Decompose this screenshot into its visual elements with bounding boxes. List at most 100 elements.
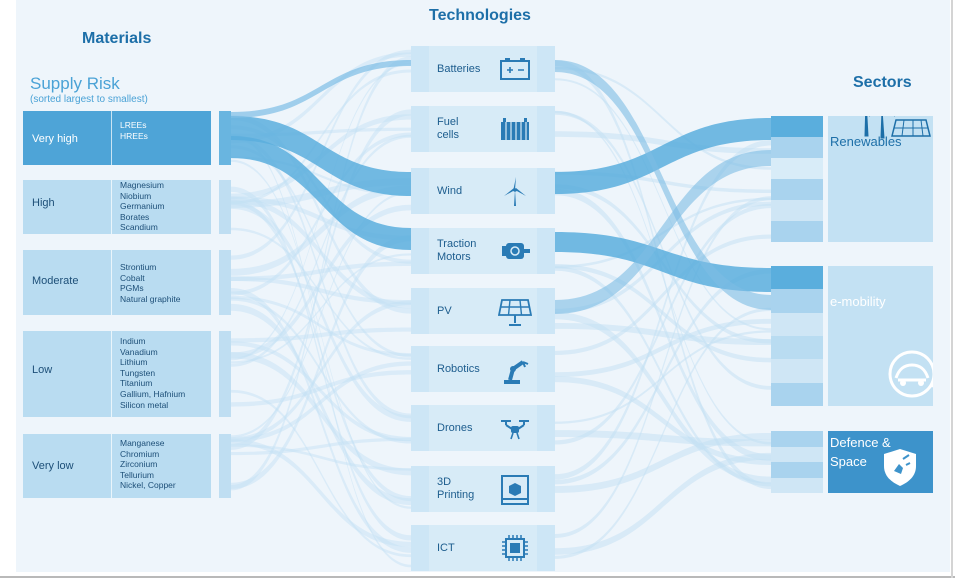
risk-outflow-stub	[219, 331, 231, 417]
risk-outflow-stub	[219, 111, 231, 165]
sector-inflow-strip	[771, 116, 823, 242]
sector-label: e-mobility	[830, 292, 886, 311]
fuel-cell-icon	[498, 113, 532, 145]
material-name: Vanadium	[120, 347, 185, 358]
technology-label: Wind	[437, 185, 462, 198]
supply-risk-title: Supply Risk	[30, 74, 120, 94]
inflow-band	[771, 478, 823, 494]
material-technology-flow	[231, 327, 411, 342]
risk-level-label: Low	[32, 364, 52, 376]
tech-inflow-stub	[411, 168, 429, 214]
technology-label: ICT	[437, 542, 455, 555]
solar-panel-icon	[498, 295, 532, 327]
sector-inflow-strip	[771, 431, 823, 493]
technology-label: Robotics	[437, 363, 480, 376]
risk-block-very-low: Very low ManganeseChromiumZirconiumTellur…	[23, 434, 211, 498]
sector-panel-defence-space: Defence & Space	[828, 431, 933, 493]
tech-outflow-stub	[537, 346, 555, 392]
motor-icon	[498, 235, 532, 267]
tech-inflow-stub	[411, 288, 429, 334]
technology-label: PV	[437, 305, 452, 318]
material-list: StrontiumCobaltPGMsNatural graphite	[120, 262, 180, 304]
risk-outflow-stub	[219, 180, 231, 234]
tech-outflow-stub	[537, 525, 555, 571]
risk-block-very-high: Very high LREEsHREEs	[23, 111, 211, 165]
tech-node-robotics: Robotics	[429, 346, 537, 392]
tech-node-traction-motors: Traction Motors	[429, 228, 537, 274]
sector-label: Defence & Space	[830, 433, 891, 471]
risk-divider	[111, 111, 112, 165]
inflow-band	[771, 137, 823, 158]
material-name: Niobium	[120, 191, 164, 202]
material-list: IndiumVanadiumLithiumTungstenTitaniumGal…	[120, 336, 185, 410]
inflow-band	[771, 447, 823, 463]
inflow-band	[771, 289, 823, 312]
risk-level-label: Very low	[32, 460, 74, 472]
material-name: Indium	[120, 336, 185, 347]
material-name: Strontium	[120, 262, 180, 273]
material-name: Lithium	[120, 357, 185, 368]
tech-node-3d-printing: 3D Printing	[429, 466, 537, 512]
risk-divider	[111, 331, 112, 417]
material-name: Germanium	[120, 201, 164, 212]
tech-node-pv: PV	[429, 288, 537, 334]
tech-inflow-stub	[411, 46, 429, 92]
risk-level-label: Moderate	[32, 275, 78, 287]
drone-icon	[498, 412, 532, 444]
tech-inflow-stub	[411, 228, 429, 274]
technology-label: Fuel cells	[437, 116, 459, 142]
risk-level-label: Very high	[32, 133, 78, 145]
material-name: PGMs	[120, 283, 180, 294]
tech-outflow-stub	[537, 106, 555, 152]
tech-outflow-stub	[537, 288, 555, 334]
robot-arm-icon	[498, 353, 532, 385]
risk-outflow-stub	[219, 250, 231, 315]
tech-inflow-stub	[411, 525, 429, 571]
sectors-heading: Sectors	[853, 74, 912, 92]
tech-inflow-stub	[411, 466, 429, 512]
tech-node-wind: Wind	[429, 168, 537, 214]
inflow-band	[771, 266, 823, 289]
battery-icon	[498, 53, 532, 85]
material-name: Tellurium	[120, 470, 176, 481]
sector-inflow-strip	[771, 266, 823, 406]
tech-outflow-stub	[537, 46, 555, 92]
material-name: Tungsten	[120, 368, 185, 379]
inflow-band	[771, 200, 823, 221]
inflow-band	[771, 116, 823, 137]
inflow-band	[771, 462, 823, 478]
chip-icon	[498, 532, 532, 564]
material-name: Gallium, Hafnium	[120, 389, 185, 400]
risk-outflow-stub	[219, 434, 231, 498]
material-name: Chromium	[120, 449, 176, 460]
flow-very-high-to-batteries	[231, 60, 411, 118]
inflow-band	[771, 158, 823, 179]
material-name: Zirconium	[120, 459, 176, 470]
materials-heading: Materials	[82, 30, 151, 48]
tech-outflow-stub	[537, 228, 555, 274]
tech-node-batteries: Batteries	[429, 46, 537, 92]
risk-divider	[111, 434, 112, 498]
material-name: Silicon metal	[120, 400, 185, 411]
risk-divider	[111, 250, 112, 315]
tech-inflow-stub	[411, 346, 429, 392]
tech-node-ict: ICT	[429, 525, 537, 571]
material-list: MagnesiumNiobiumGermaniumBoratesScandium	[120, 180, 164, 233]
tech-node-fuel-cells: Fuel cells	[429, 106, 537, 152]
sector-panel-e-mobility: e-mobility	[828, 266, 933, 406]
technology-label: Traction Motors	[437, 238, 476, 264]
material-name: Scandium	[120, 222, 164, 233]
technology-label: 3D Printing	[437, 476, 474, 502]
material-name: Manganese	[120, 438, 176, 449]
material-name: Natural graphite	[120, 294, 180, 305]
risk-level-label: High	[32, 197, 55, 209]
material-name: Magnesium	[120, 180, 164, 191]
inflow-band	[771, 431, 823, 447]
sector-label: Renewables	[830, 132, 902, 151]
electric-car-icon	[828, 266, 933, 406]
technology-label: Batteries	[437, 63, 480, 76]
inflow-band	[771, 313, 823, 336]
risk-divider	[111, 180, 112, 234]
